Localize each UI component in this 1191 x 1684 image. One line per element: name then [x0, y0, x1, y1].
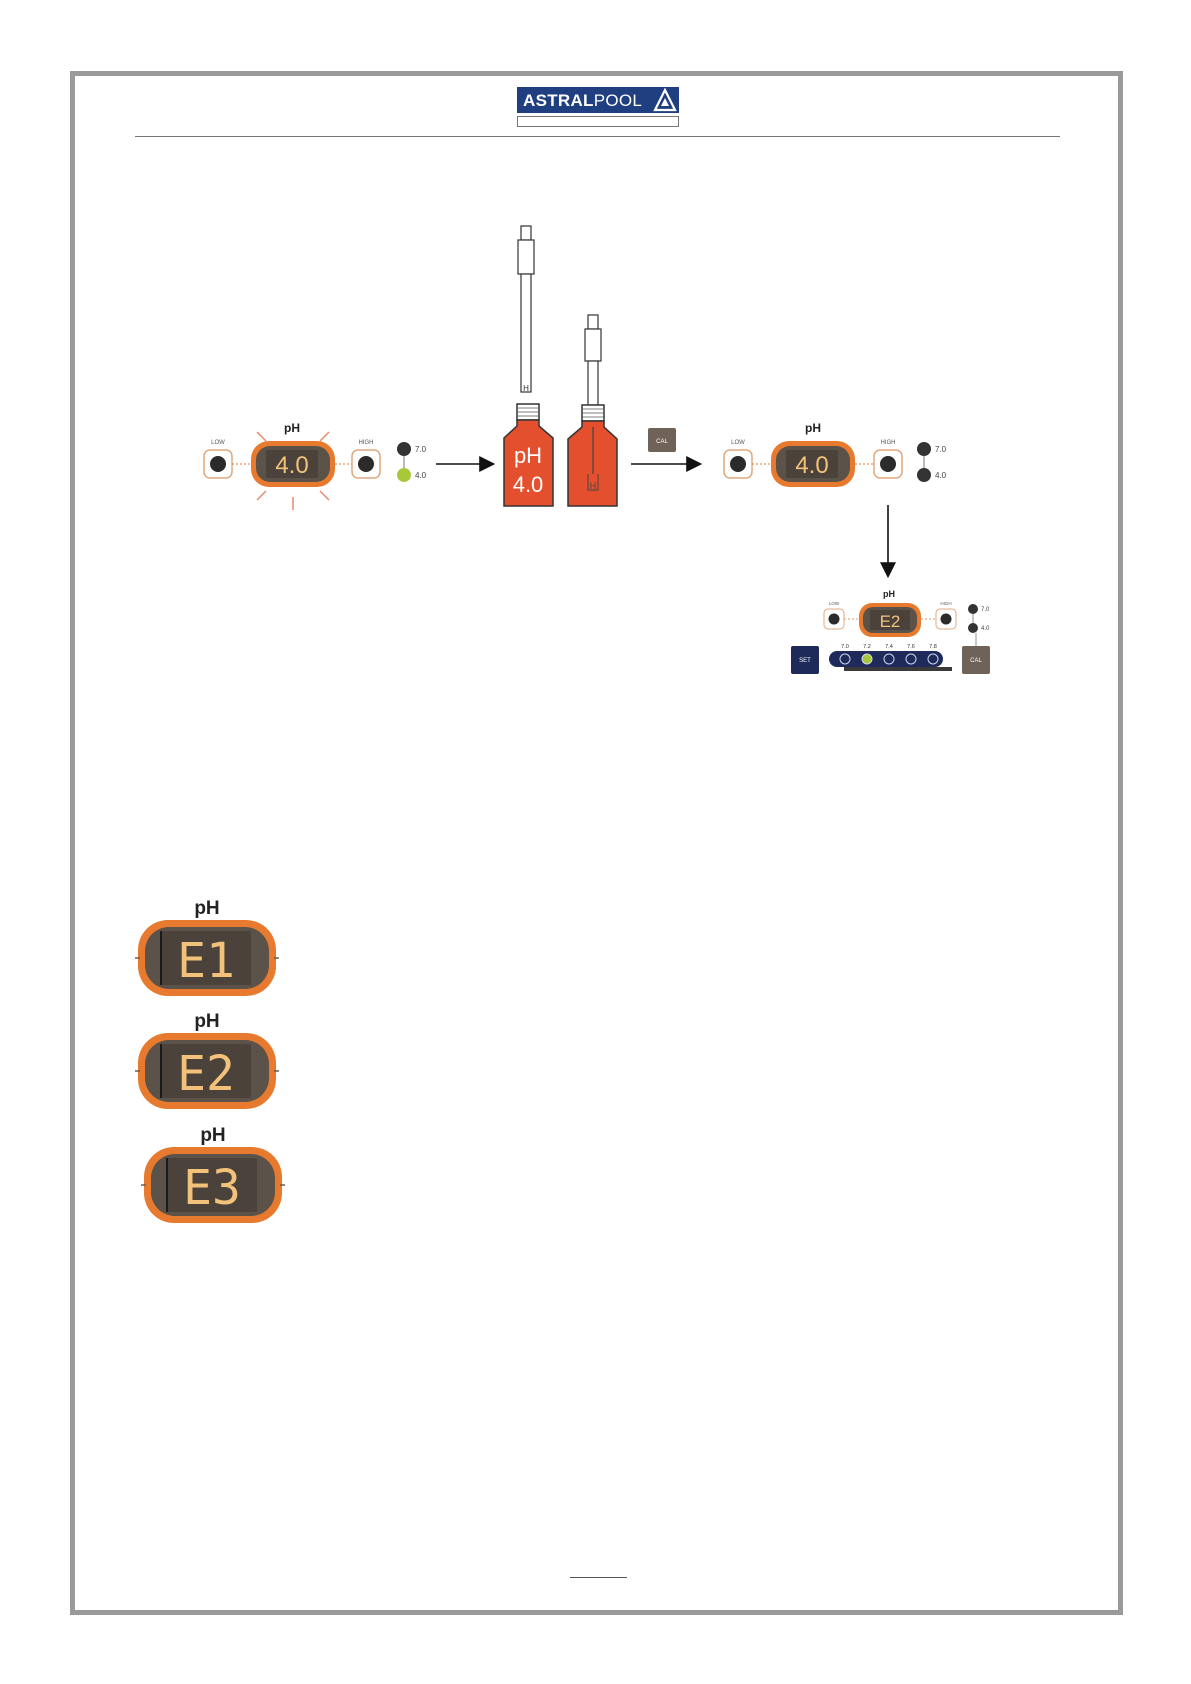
- display-value: 4.0: [275, 452, 308, 479]
- error-display-title: pH: [200, 1125, 225, 1146]
- probe-body-icon: [521, 274, 531, 392]
- scale-label: 7.0: [841, 644, 849, 650]
- scale-label: 7.4: [885, 644, 893, 650]
- low-label: LOW: [829, 601, 840, 606]
- error-display-title: pH: [194, 898, 219, 919]
- display-value: 4.0: [795, 452, 828, 479]
- scale-led-7-6: [906, 654, 916, 664]
- error-display-value: E3: [183, 1160, 241, 1216]
- low-button-knob: [210, 456, 226, 472]
- led-7-0: [968, 604, 978, 614]
- led-label-bottom: 4.0: [415, 471, 427, 480]
- probe-cap-icon: [521, 226, 531, 240]
- buffer-label-line2: 4.0: [513, 472, 544, 497]
- scale-led-7-2: [862, 654, 872, 664]
- high-label: HIGH: [940, 601, 951, 606]
- panel-right: pH LOW 4.0 HIGH 7.0 4.0: [724, 421, 947, 487]
- scale-led-7-8: [928, 654, 938, 664]
- cal-button-label: CAL: [970, 658, 982, 664]
- led-7-0: [917, 442, 931, 456]
- error-display-value: E2: [177, 1046, 235, 1102]
- led-label-bottom: 4.0: [935, 471, 947, 480]
- scale-label: 7.2: [863, 644, 871, 650]
- svg-text:H: H: [523, 384, 529, 393]
- panel-result-title: pH: [883, 589, 895, 599]
- low-label: LOW: [731, 440, 745, 446]
- led-4-0: [917, 468, 931, 482]
- error-code-display-e2: pH E2: [135, 1011, 279, 1109]
- led-4-0-active: [397, 468, 411, 482]
- scale-label: 7.6: [907, 644, 915, 650]
- buffer-bottle: H pH 4.0: [504, 226, 553, 506]
- panel-left-title: pH: [284, 421, 300, 435]
- led-4-0: [968, 623, 978, 633]
- scale-led-7-4: [884, 654, 894, 664]
- scale-label: 7.8: [929, 644, 937, 650]
- low-button-knob: [730, 456, 746, 472]
- high-button-knob: [358, 456, 374, 472]
- panel-result: pH LOW E2 HIGH 7.0 4.0 SET 7.0 7.2 7.4 7.6 7…: [791, 589, 990, 674]
- page-number-rule: [570, 1577, 627, 1578]
- led-label-bottom: 4.0: [981, 626, 990, 632]
- led-label-top: 7.0: [415, 445, 427, 454]
- error-display-value: E1: [177, 933, 235, 989]
- led-label-top: 7.0: [935, 445, 947, 454]
- scale-led-7-0: [840, 654, 850, 664]
- display-value: E2: [880, 612, 901, 631]
- error-code-display-e3: pH E3: [141, 1125, 285, 1223]
- high-button-knob: [880, 456, 896, 472]
- high-label: HIGH: [881, 440, 896, 446]
- error-display-title: pH: [194, 1011, 219, 1032]
- set-button-label: SET: [799, 658, 811, 664]
- panel-left: pH LOW 4.0 HIGH 7.0 4.0: [204, 421, 427, 510]
- error-code-display-e1: pH E1: [135, 898, 279, 996]
- probe-mark: H: [590, 481, 597, 491]
- error-code-list: pH E1 pH E2 pH E3: [135, 898, 285, 1223]
- low-label: LOW: [211, 440, 225, 446]
- panel-right-title: pH: [805, 421, 821, 435]
- led-7-0: [397, 442, 411, 456]
- cal-button-label: CAL: [656, 439, 668, 445]
- led-label-top: 7.0: [981, 607, 990, 613]
- buffer-label-line1: pH: [514, 443, 542, 468]
- probe-in-bottle: H: [568, 315, 617, 506]
- high-label: HIGH: [359, 440, 374, 446]
